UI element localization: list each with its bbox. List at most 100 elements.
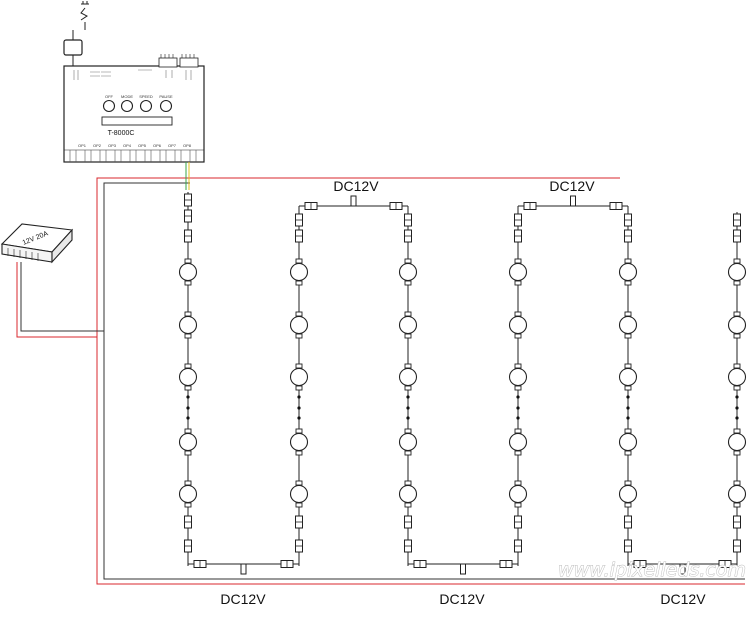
svg-text:OP2: OP2	[93, 143, 102, 148]
svg-text:OP5: OP5	[138, 143, 147, 148]
waterproof-connector-icon	[633, 560, 647, 568]
waterproof-connector-icon	[184, 229, 192, 243]
continuation-dot	[516, 416, 520, 420]
pixel-bulb-icon	[508, 258, 528, 286]
mains-plug-icon	[80, 1, 89, 30]
continuation-dot	[406, 416, 410, 420]
svg-text:MODE: MODE	[121, 94, 133, 99]
continuation-dot	[186, 395, 190, 399]
controller-body	[63, 65, 205, 163]
pixel-bulb-icon	[508, 311, 528, 339]
pixel-bulb-icon	[618, 480, 638, 508]
pixel-bulb-icon	[618, 363, 638, 391]
waterproof-connector-icon	[184, 515, 192, 529]
t-connector-icon	[299, 195, 408, 210]
continuation-dot	[516, 406, 520, 410]
pixel-bulb-icon	[727, 480, 747, 508]
svg-text:OP6: OP6	[153, 143, 162, 148]
waterproof-connector-icon	[184, 209, 192, 223]
button-off: OFF	[102, 94, 116, 113]
continuation-dot	[626, 406, 630, 410]
waterproof-connector-icon	[718, 560, 732, 568]
svg-text:OFF: OFF	[105, 94, 114, 99]
port-op6: OP6	[153, 143, 162, 148]
pixel-bulb-icon	[398, 258, 418, 286]
watermark: www.ipixelleds.com	[558, 559, 746, 581]
port-op2: OP2	[93, 143, 102, 148]
controller-model: T-8000C	[108, 130, 135, 137]
waterproof-connector-icon	[733, 515, 741, 529]
continuation-dot	[626, 395, 630, 399]
pixel-bulb-icon	[178, 311, 198, 339]
port-op1: OP1	[78, 143, 87, 148]
controller-top-connector-right	[179, 57, 199, 68]
pixel-string	[618, 212, 638, 566]
continuation-dot	[297, 416, 301, 420]
svg-text:OP8: OP8	[183, 143, 192, 148]
continuation-dot	[735, 395, 739, 399]
pixel-bulb-icon	[289, 311, 309, 339]
svg-text:OP1: OP1	[78, 143, 87, 148]
controller-display	[101, 116, 173, 126]
waterproof-connector-icon	[404, 229, 412, 243]
continuation-dot	[186, 416, 190, 420]
pixel-bulb-icon	[289, 363, 309, 391]
pixel-bulb-icon	[508, 428, 528, 456]
svg-text:SPEED: SPEED	[139, 94, 153, 99]
pixel-string	[508, 212, 528, 566]
waterproof-connector-icon	[514, 213, 522, 227]
pixel-bulb-icon	[618, 311, 638, 339]
t-connector-icon	[408, 560, 518, 575]
waterproof-connector-icon	[413, 560, 427, 568]
pixel-bulb-icon	[398, 363, 418, 391]
controller: OFF MODE SPEED PAUSE T-8000C OP1 OP2 OP3	[63, 1, 205, 163]
pixel-bulb-icon	[508, 480, 528, 508]
pixel-bulb-icon	[178, 480, 198, 508]
waterproof-connector-icon	[624, 229, 632, 243]
port-op3: OP3	[108, 143, 117, 148]
waterproof-connector-icon	[733, 213, 741, 227]
pixel-bulb-icon	[398, 480, 418, 508]
injection-label-top-2: DC12V	[549, 178, 595, 194]
waterproof-connector-icon	[499, 560, 513, 568]
waterproof-connector-icon	[514, 515, 522, 529]
port-op7: OP7	[168, 143, 177, 148]
waterproof-connector-icon	[295, 229, 303, 243]
power-supply: 12V 20A	[0, 223, 74, 264]
svg-text:OP7: OP7	[168, 143, 177, 148]
continuation-dot	[735, 416, 739, 420]
data-wire	[185, 162, 190, 190]
pixel-bulb-icon	[289, 258, 309, 286]
waterproof-connector-icon	[295, 213, 303, 227]
waterproof-connector-icon	[295, 539, 303, 553]
button-pause: PAUSE	[159, 94, 173, 113]
pixel-bulb-icon	[618, 428, 638, 456]
waterproof-connector-icon	[609, 202, 623, 210]
controller-top-connector-left	[158, 57, 178, 68]
button-speed: SPEED	[139, 94, 153, 113]
pixel-string	[178, 192, 198, 566]
svg-text:OP4: OP4	[123, 143, 132, 148]
waterproof-connector-icon	[514, 539, 522, 553]
injection-label-bottom-1: DC12V	[220, 591, 266, 607]
continuation-dot	[297, 395, 301, 399]
pixel-bulb-icon	[618, 258, 638, 286]
continuation-dot	[516, 395, 520, 399]
power-adapter-icon	[63, 30, 83, 66]
waterproof-connector-icon	[193, 560, 207, 568]
t-connector-icon	[628, 560, 737, 575]
waterproof-connector-icon	[184, 193, 192, 207]
injection-label-bottom-3: DC12V	[660, 591, 706, 607]
waterproof-connector-icon	[404, 213, 412, 227]
waterproof-connector-icon	[624, 213, 632, 227]
pixel-string	[727, 212, 747, 566]
svg-text:PAUSE: PAUSE	[159, 94, 173, 99]
injection-label-top-1: DC12V	[333, 178, 379, 194]
svg-text:OP3: OP3	[108, 143, 117, 148]
controller-small-print	[73, 69, 192, 80]
pixel-string	[398, 212, 418, 566]
t-connector-icon	[188, 560, 299, 575]
port-op4: OP4	[123, 143, 132, 148]
pixel-bulb-icon	[508, 363, 528, 391]
